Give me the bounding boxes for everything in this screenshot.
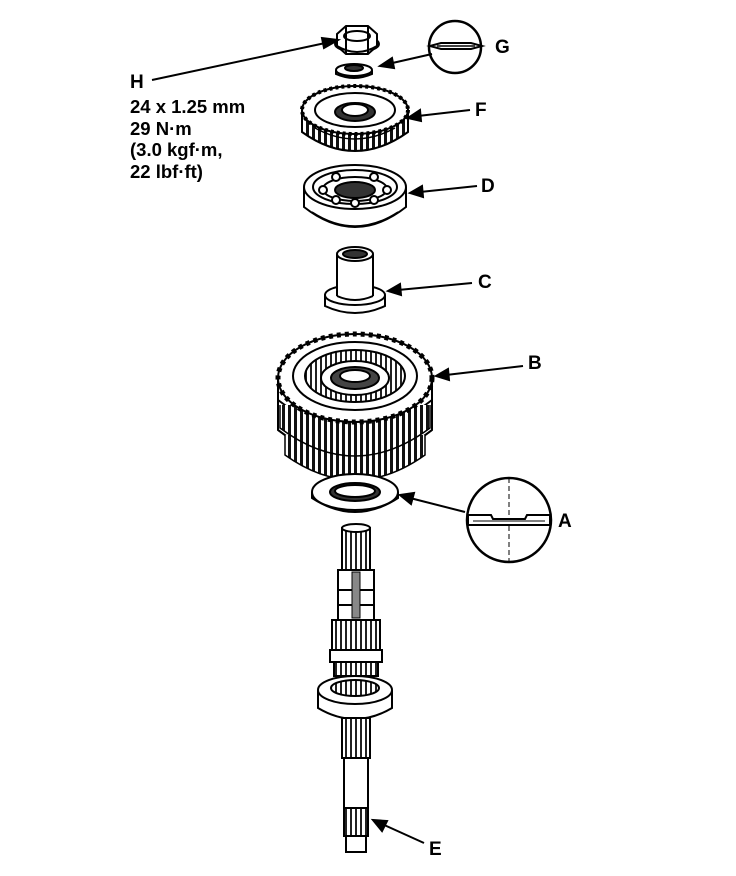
ball-bearing-d [303,164,407,228]
torque-spec-lbfft: 22 lbf·ft) [130,160,203,182]
label-g: G [495,37,510,58]
torque-spec-nm: 29 N·m [130,117,192,139]
helical-gear-f [300,84,410,152]
thrust-washer-a [311,473,399,513]
clutch-drum-b [275,331,435,481]
label-f: F [475,100,487,121]
label-h: H [130,72,144,93]
label-d: D [481,176,495,197]
lock-nut-h [334,25,380,55]
torque-spec-kgfm: (3.0 kgf·m, [130,139,223,160]
leader-lines [151,36,524,844]
label-e: E [429,839,442,860]
mainshaft-e [317,523,393,853]
label-b: B [528,353,542,374]
label-c: C [478,272,492,293]
label-a: A [558,511,572,532]
washer-detail-callout-a [465,476,553,564]
torque-spec: 24 x 1.25 mm 29 N·m (3.0 kgf·m, 22 lbf·f… [130,96,245,182]
washer-detail-callout-g [426,19,486,75]
torque-spec-size: 24 x 1.25 mm [130,96,246,117]
collar-c [324,246,386,314]
conical-washer-g [335,63,373,79]
